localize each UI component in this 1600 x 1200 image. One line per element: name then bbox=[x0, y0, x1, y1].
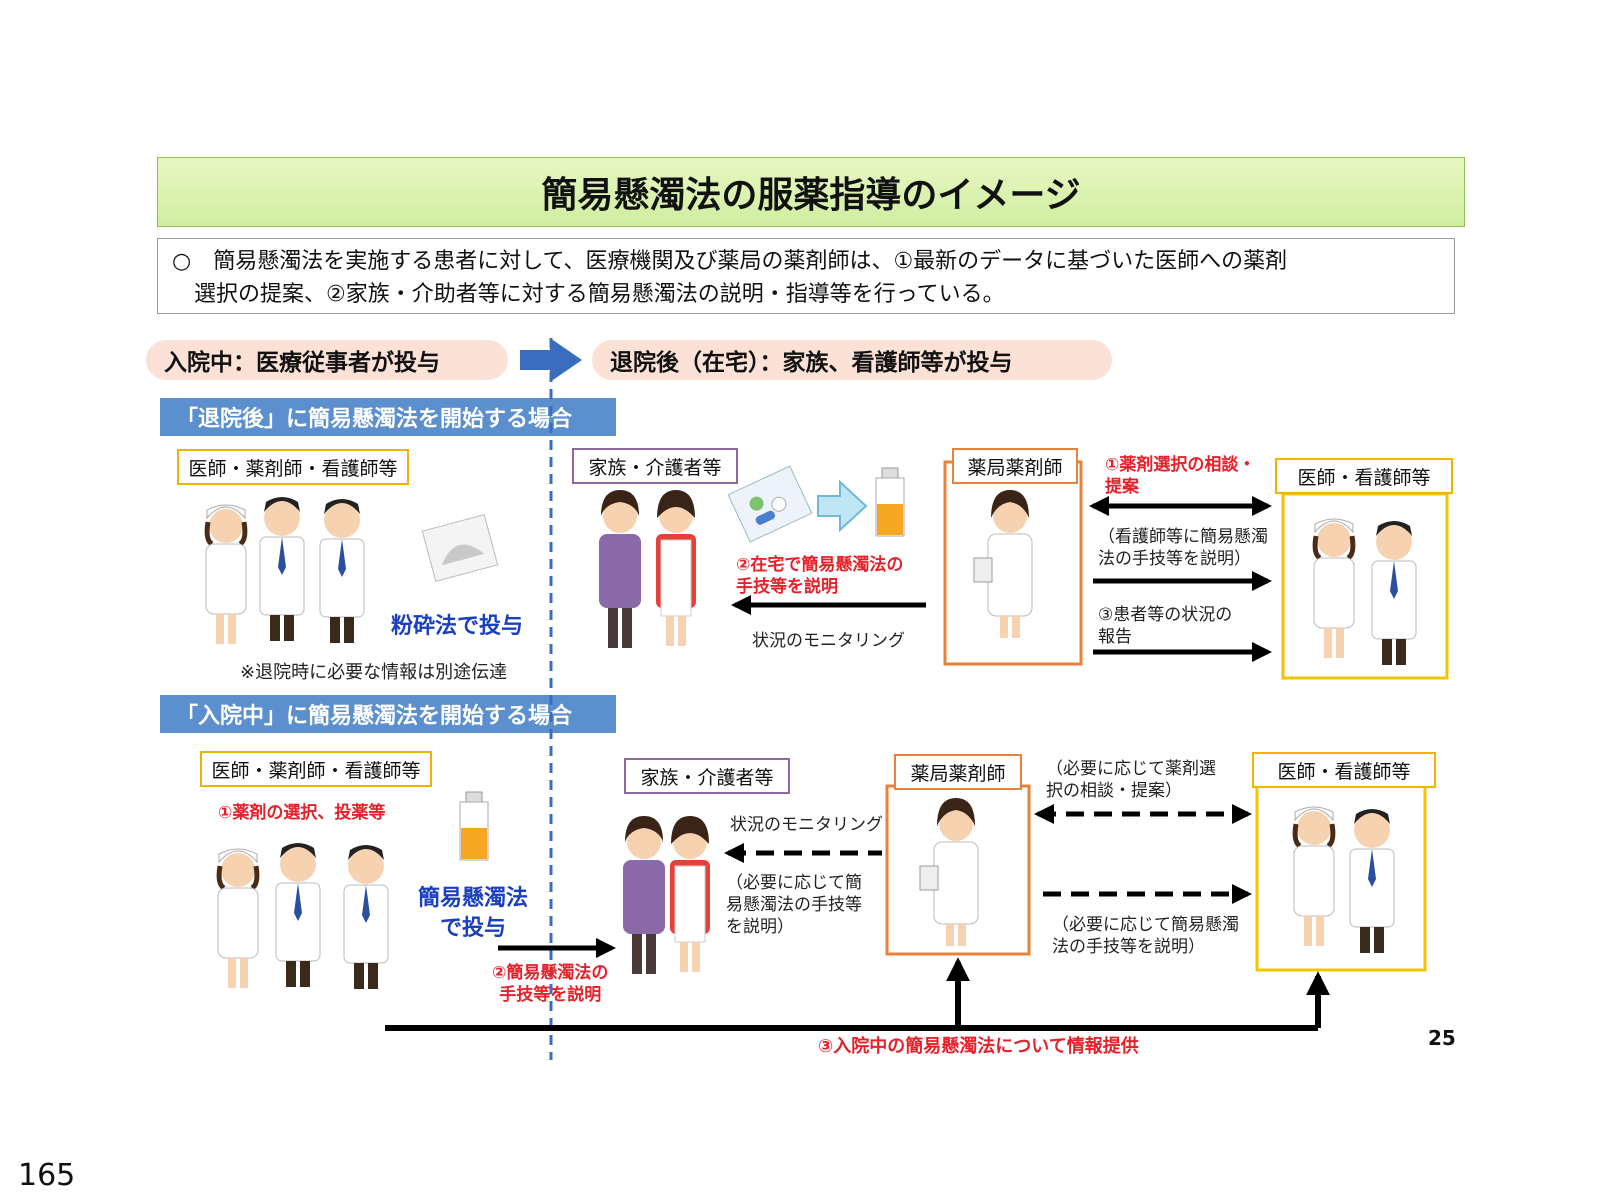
label-hospital-staff-2: 医師・薬剤師・看護師等 bbox=[200, 751, 432, 787]
family-figures-1 bbox=[599, 489, 697, 648]
slide-title: 簡易懸濁法の服薬指導のイメージ bbox=[157, 157, 1465, 227]
doctor-nurse-box-1 bbox=[1281, 492, 1449, 680]
consult-text: ①薬剤選択の相談・ 提案 bbox=[1105, 455, 1256, 497]
label-hospital-staff-1: 医師・薬剤師・看護師等 bbox=[177, 449, 409, 485]
doctor-figure-2 bbox=[1349, 808, 1395, 954]
report-text: ③患者等の状況の 報告 bbox=[1098, 605, 1233, 647]
label-pharmacist-1: 薬局薬剤師 bbox=[952, 448, 1078, 484]
label-pharmacist-2: 薬局薬剤師 bbox=[894, 754, 1022, 790]
explain-if-needed-text-2: （必要に応じて簡易懸濁 法の手技等を説明） bbox=[1052, 915, 1239, 957]
crushed-method-label: 粉砕法で投与 bbox=[391, 614, 524, 639]
pharmacist-figure-2 bbox=[919, 797, 979, 947]
slide-number: 25 bbox=[1428, 1026, 1456, 1050]
section-heading-after-discharge: 「退院後」に簡易懸濁法を開始する場合 bbox=[160, 398, 616, 436]
monitoring-text-1: 状況のモニタリング bbox=[752, 631, 905, 651]
label-family-2: 家族・介護者等 bbox=[624, 758, 790, 794]
phase-arrow bbox=[520, 338, 582, 382]
family-figures-2 bbox=[623, 815, 711, 974]
label-doctor-nurse-2: 医師・看護師等 bbox=[1252, 752, 1436, 788]
phase-inpatient: 入院中：医療従事者が投与 bbox=[146, 340, 508, 380]
hospital-staff-figures-1 bbox=[206, 496, 365, 644]
info-provision-text: ③入院中の簡易懸濁法について情報提供 bbox=[818, 1036, 1139, 1057]
intro-box: ○ 簡易懸濁法を実施する患者に対して、医療機関及び薬局の薬剤師は、①最新のデータ… bbox=[157, 238, 1455, 314]
select-drug-text: ①薬剤の選択、投薬等 bbox=[218, 803, 386, 823]
explain-home-text: ②在宅で簡易懸濁法の 手技等を説明 bbox=[736, 555, 904, 597]
bottle-icon-2 bbox=[459, 791, 489, 861]
page-number: 165 bbox=[18, 1158, 76, 1193]
nurse-figure-2 bbox=[1294, 807, 1334, 946]
explain-if-needed-text: （必要に応じて簡 易懸濁法の手技等 を説明） bbox=[726, 873, 862, 937]
bottle-icon-1 bbox=[875, 467, 905, 537]
hospital-staff-figures-2 bbox=[218, 842, 389, 989]
powder-packet-icon bbox=[421, 513, 499, 583]
monitoring-text-2: 状況のモニタリング bbox=[730, 815, 883, 835]
discharge-note: ※退院時に必要な情報は別途伝達 bbox=[240, 662, 508, 683]
phase-discharged: 退院後（在宅）：家族、看護師等が投与 bbox=[592, 340, 1112, 380]
pharmacist-figure-1 bbox=[973, 489, 1033, 639]
doctor-figure-1 bbox=[1371, 520, 1417, 666]
doctor-nurse-box-2 bbox=[1255, 782, 1427, 972]
suspension-method-label: 簡易懸濁法 で投与 bbox=[418, 886, 529, 941]
consult-if-needed-text: （必要に応じて薬剤選 択の相談・提案） bbox=[1046, 759, 1216, 801]
label-family-1: 家族・介護者等 bbox=[572, 448, 738, 484]
section-heading-during-hospital: 「入院中」に簡易懸濁法を開始する場合 bbox=[160, 695, 616, 733]
nurse-figure-1 bbox=[1314, 519, 1354, 658]
explain-nurse-text: （看護師等に簡易懸濁 法の手技等を説明） bbox=[1098, 527, 1268, 569]
dissolve-arrow-icon bbox=[817, 479, 868, 533]
intro-line-1: ○ 簡易懸濁法を実施する患者に対して、医療機関及び薬局の薬剤師は、①最新のデータ… bbox=[172, 249, 1288, 274]
tablets-icon bbox=[727, 465, 813, 543]
label-doctor-nurse-1: 医師・看護師等 bbox=[1275, 458, 1453, 494]
intro-line-2: 選択の提案、②家族・介助者等に対する簡易懸濁法の説明・指導等を行っている。 bbox=[194, 282, 1005, 307]
explain-text-2: ②簡易懸濁法の 手技等を説明 bbox=[492, 963, 609, 1005]
